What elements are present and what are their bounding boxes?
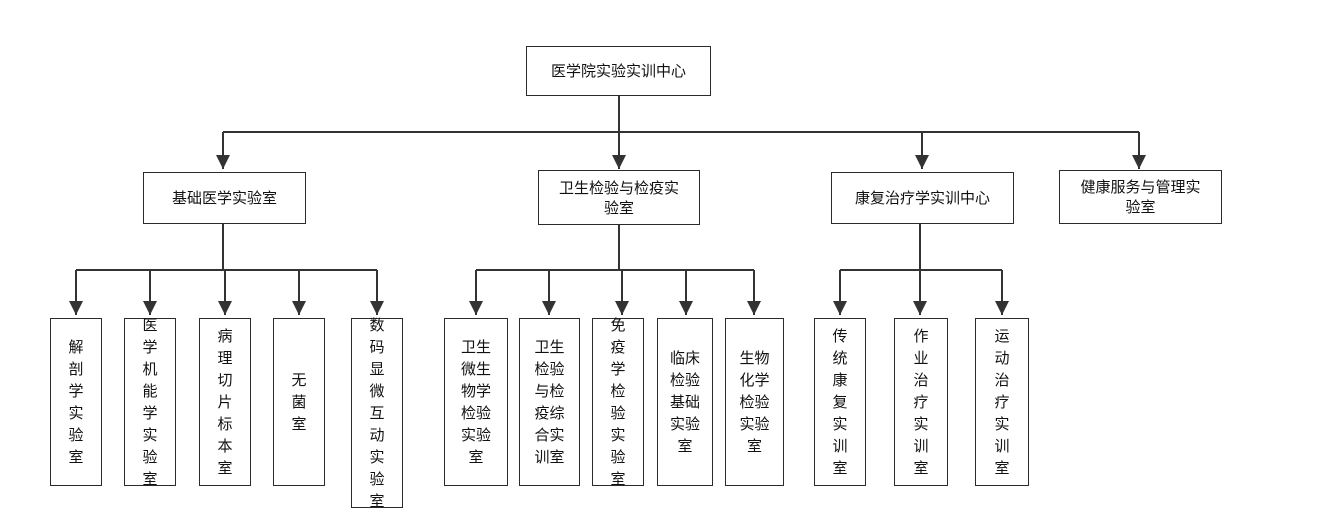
lab-label: 解剖学实验室 <box>68 338 84 466</box>
lab-digital-microscopy: 数码显微互动实验室 <box>351 316 403 510</box>
lab-label: 生物化学检验实验室 <box>739 349 770 455</box>
lab-anatomy: 解剖学实验室 <box>50 318 102 486</box>
lab-biochemistry: 生物化学检验实验室 <box>725 318 784 486</box>
root-label: 医学院实验实训中心 <box>550 62 686 80</box>
root-node: 医学院实验实训中心 <box>526 46 711 96</box>
lab-immunology: 免疫学检验实验室 <box>592 316 644 488</box>
dept-hygiene-inspection: 卫生检验与检疫实验室 <box>538 170 700 225</box>
dept-label: 康复治疗学实训中心 <box>854 189 990 207</box>
lab-hygiene-comprehensive: 卫生检验与检疫综合实训室 <box>519 318 580 486</box>
dept-label: 基础医学实验室 <box>171 189 277 207</box>
lab-label: 数码显微互动实验室 <box>369 316 385 510</box>
lab-physiology: 医学机能学实验室 <box>124 316 176 488</box>
lab-occupational-therapy: 作业治疗实训室 <box>894 318 948 486</box>
dept-health-management: 健康服务与管理实验室 <box>1059 170 1222 224</box>
lab-traditional-rehab: 传统康复实训室 <box>814 318 866 486</box>
lab-label: 卫生检验与检疫综合实训室 <box>534 338 565 466</box>
lab-label: 作业治疗实训室 <box>913 327 929 477</box>
lab-label: 病理切片标本室 <box>217 327 233 477</box>
lab-label: 卫生微生物学检验实验室 <box>461 338 492 466</box>
lab-sterile-room: 无菌室 <box>273 318 325 486</box>
dept-label: 健康服务与管理实验室 <box>1080 178 1201 216</box>
lab-label: 医学机能学实验室 <box>142 316 158 488</box>
lab-label: 无菌室 <box>291 371 307 433</box>
lab-hygiene-microbiology: 卫生微生物学检验实验室 <box>444 318 508 486</box>
lab-exercise-therapy: 运动治疗实训室 <box>975 318 1029 486</box>
dept-basic-medicine: 基础医学实验室 <box>143 172 306 224</box>
lab-clinical-basics: 临床检验基础实验室 <box>657 318 713 486</box>
dept-rehabilitation: 康复治疗学实训中心 <box>831 172 1014 224</box>
dept-label: 卫生检验与检疫实验室 <box>559 178 680 217</box>
lab-label: 临床检验基础实验室 <box>670 349 701 455</box>
lab-pathology-specimen: 病理切片标本室 <box>199 318 251 486</box>
lab-label: 免疫学检验实验室 <box>610 316 626 488</box>
lab-label: 传统康复实训室 <box>832 327 848 477</box>
lab-label: 运动治疗实训室 <box>994 327 1010 477</box>
